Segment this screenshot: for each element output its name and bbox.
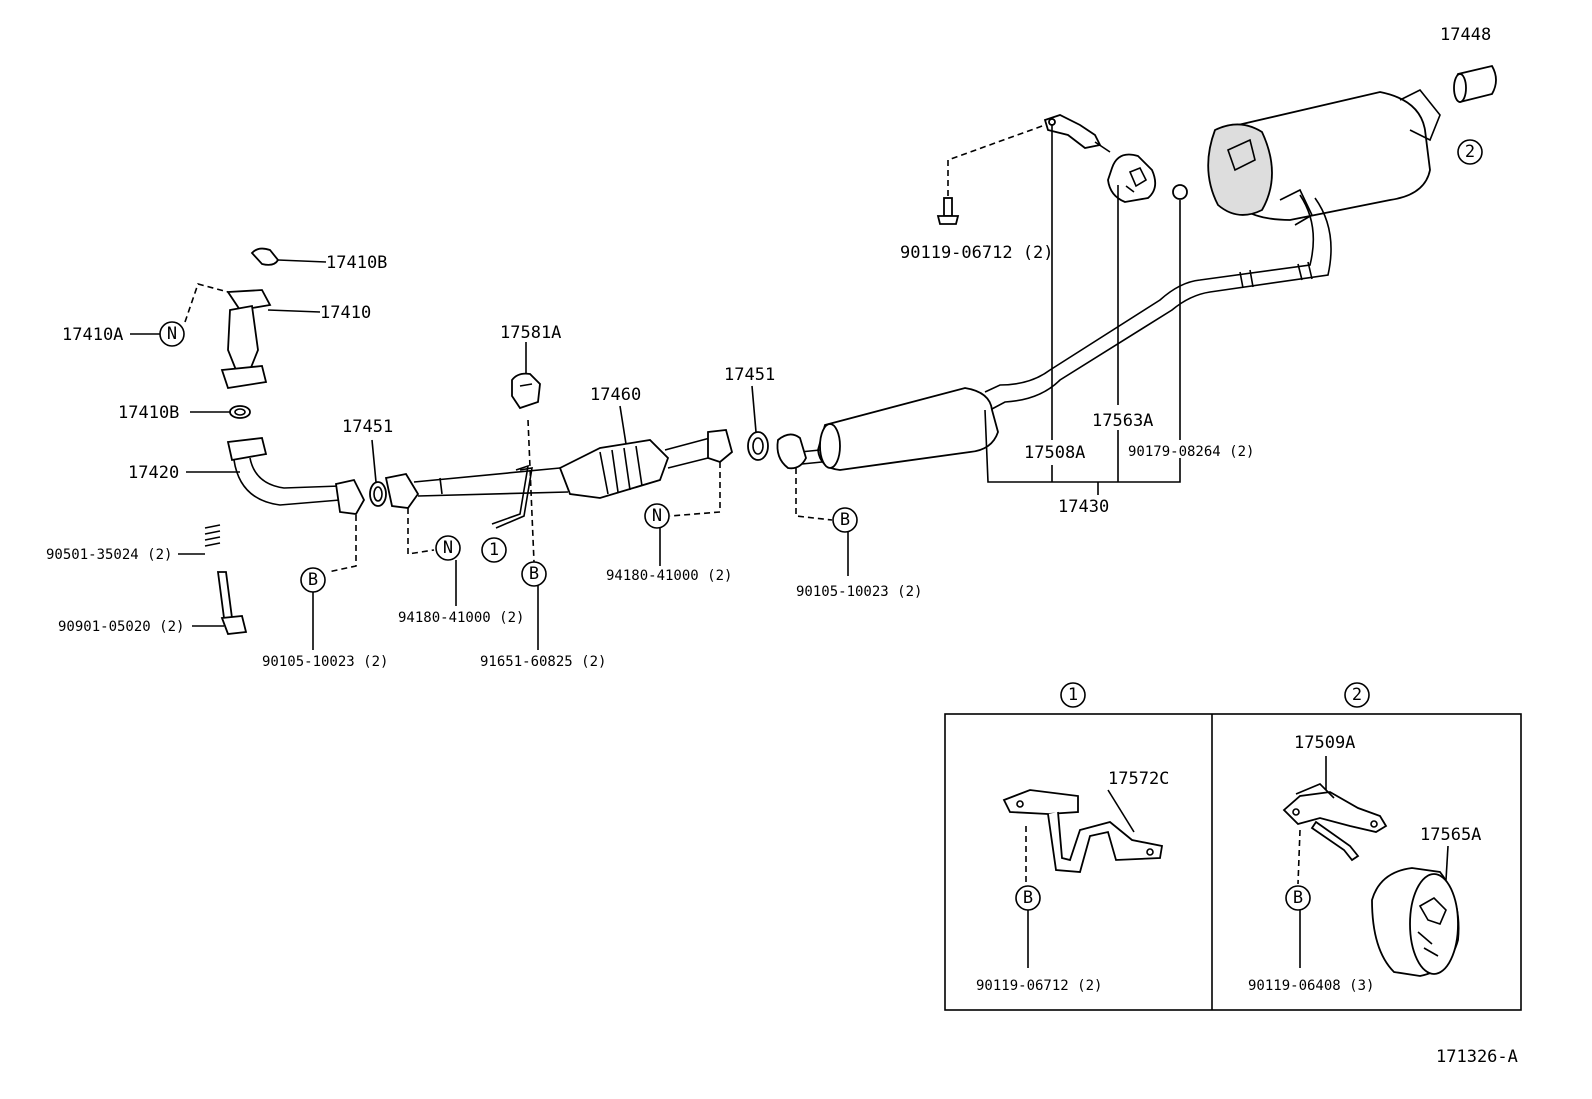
label-94180-41000-right: 94180-41000 (2) bbox=[606, 568, 732, 584]
hanger-17581a bbox=[511, 372, 541, 410]
label-17460: 17460 bbox=[590, 385, 641, 405]
label-17508a: 17508A bbox=[1024, 443, 1085, 463]
inset-2-header-label: 2 bbox=[1352, 685, 1362, 705]
callout-1-label: 1 bbox=[489, 540, 499, 560]
muffler-icon bbox=[1207, 88, 1441, 226]
label-17451-left: 17451 bbox=[342, 417, 393, 437]
label-17565a: 17565A bbox=[1420, 825, 1481, 845]
hanger-bracket-17508a bbox=[1043, 114, 1111, 153]
front-muffler bbox=[776, 387, 999, 471]
inset-box bbox=[944, 713, 1522, 1011]
label-90501-35024: 90501-35024 (2) bbox=[46, 547, 172, 563]
pipe-17410 bbox=[220, 289, 272, 390]
nut-90179 bbox=[1172, 184, 1188, 200]
label-17420: 17420 bbox=[128, 463, 179, 483]
callout-1-marker: 1 bbox=[481, 537, 507, 563]
n-marker-left: N bbox=[435, 535, 461, 561]
b-marker-right: B bbox=[832, 507, 858, 533]
label-90105-10023-right: 90105-10023 (2) bbox=[796, 584, 922, 600]
tail-pipe-tip bbox=[1453, 64, 1497, 104]
b-marker-left: B bbox=[300, 567, 326, 593]
label-17572c: 17572C bbox=[1108, 769, 1169, 789]
inset-1-header-label: 1 bbox=[1068, 685, 1078, 705]
label-17410b-mid: 17410B bbox=[118, 403, 179, 423]
b-marker-right-label: B bbox=[840, 510, 850, 530]
insulator-17563a bbox=[1107, 153, 1157, 203]
label-17581a: 17581A bbox=[500, 323, 561, 343]
label-17430: 17430 bbox=[1058, 497, 1109, 517]
callout-2-label: 2 bbox=[1465, 142, 1475, 162]
front-pipe-17420 bbox=[226, 437, 366, 515]
b-marker-center: B bbox=[521, 561, 547, 587]
n-marker-left-label: N bbox=[443, 538, 453, 558]
n-marker-17410a: N bbox=[159, 321, 185, 347]
catalytic-converter-icon bbox=[558, 429, 734, 499]
inset-1-header: 1 bbox=[1060, 682, 1086, 708]
insulator-17565a bbox=[1371, 867, 1460, 977]
label-17509a: 17509A bbox=[1294, 733, 1355, 753]
bracket-17572c bbox=[1002, 789, 1164, 873]
callout-2-marker: 2 bbox=[1457, 139, 1483, 165]
b-marker-center-label: B bbox=[529, 564, 539, 584]
label-90119-06408: 90119-06408 (3) bbox=[1248, 978, 1374, 994]
label-94180-41000-left: 94180-41000 (2) bbox=[398, 610, 524, 626]
b-marker-inset-2: B bbox=[1285, 885, 1311, 911]
b-marker-inset-1-label: B bbox=[1023, 888, 1033, 908]
label-90901-05020: 90901-05020 (2) bbox=[58, 619, 184, 635]
gasket-17451-left bbox=[369, 481, 387, 507]
label-17451-right: 17451 bbox=[724, 365, 775, 385]
b-marker-left-label: B bbox=[308, 570, 318, 590]
label-91651-60825: 91651-60825 (2) bbox=[480, 654, 606, 670]
n-marker-17410a-label: N bbox=[167, 324, 177, 344]
label-17448: 17448 bbox=[1440, 25, 1491, 45]
label-17410a: 17410A bbox=[62, 325, 123, 345]
n-marker-right-label: N bbox=[652, 506, 662, 526]
gasket-17410b-mid bbox=[229, 405, 251, 419]
label-17410: 17410 bbox=[320, 303, 371, 323]
b-marker-inset-2-label: B bbox=[1293, 888, 1303, 908]
label-17410b-top: 17410B bbox=[326, 253, 387, 273]
bracket-1 bbox=[491, 464, 533, 529]
label-90119-06712-top: 90119-06712 (2) bbox=[900, 243, 1054, 263]
bracket-17509a bbox=[1282, 783, 1388, 862]
gasket-17410b-top bbox=[250, 247, 280, 266]
b-marker-inset-1: B bbox=[1015, 885, 1041, 911]
spring-90501 bbox=[204, 524, 221, 547]
n-marker-right: N bbox=[644, 503, 670, 529]
diagram-code: 171326-A bbox=[1436, 1047, 1518, 1067]
center-pipe bbox=[984, 194, 1332, 411]
label-90179-08264: 90179-08264 (2) bbox=[1128, 444, 1254, 460]
bolt-90901 bbox=[216, 571, 248, 635]
gasket-17451-right bbox=[747, 431, 769, 461]
bolt-90119-top bbox=[936, 197, 960, 225]
label-17563a: 17563A bbox=[1092, 411, 1153, 431]
label-90119-06712-inset: 90119-06712 (2) bbox=[976, 978, 1102, 994]
inset-2-header: 2 bbox=[1344, 682, 1370, 708]
label-90105-10023-left: 90105-10023 (2) bbox=[262, 654, 388, 670]
intermediate-pipe bbox=[384, 467, 569, 509]
